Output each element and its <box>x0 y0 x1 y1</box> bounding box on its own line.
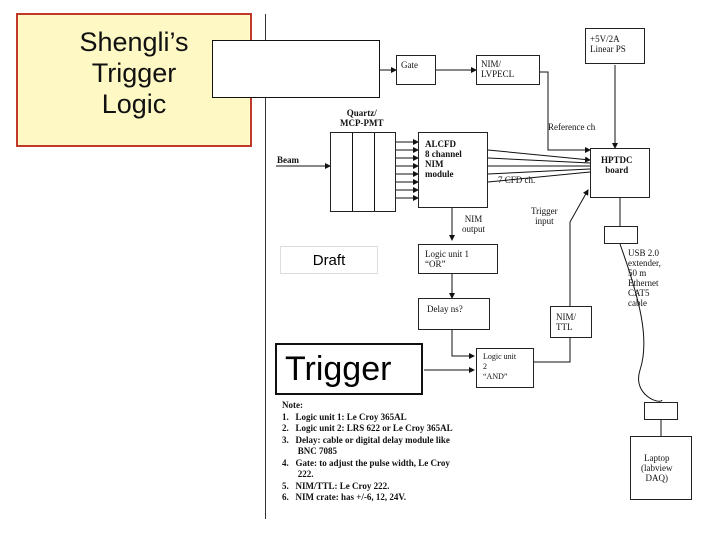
line-reference <box>540 71 591 153</box>
logic-unit-1-box: Logic unit 1 “OR” <box>418 244 498 274</box>
laptop-label: Laptop (labview DAQ) <box>641 453 673 483</box>
note-item: BNC 7085 <box>282 446 338 456</box>
logic-unit-2-box: Logic unit 2 “AND” <box>476 348 534 388</box>
quartz-pmt-box <box>330 132 396 212</box>
quartz-label: Quartz/ MCP-PMT <box>340 108 384 128</box>
trigger-label: Trigger <box>275 343 423 395</box>
slide-title: Shengli’s Trigger Logic <box>79 27 189 119</box>
note-item: 222. <box>282 469 314 479</box>
line-cfd-1 <box>487 149 591 163</box>
beam-label: Beam <box>277 155 299 165</box>
nim-ttl-label: NIM/ TTL <box>556 312 576 332</box>
power-supply-label: +5V/2A Linear PS <box>590 34 626 54</box>
usb-extender-label: USB 2.0 extender, 50 m Ethernet CAT5 cab… <box>628 248 661 308</box>
alcfd-box: ALCFD 8 channel NIM module <box>418 132 488 208</box>
nim-ttl-box: NIM/ TTL <box>550 306 592 338</box>
line-cfd-4 <box>487 168 591 175</box>
line-logic2-nimttl <box>534 338 571 363</box>
cfd-channels-label: 7 CFD ch. <box>498 175 536 185</box>
logic-unit-2-label: Logic unit 2 “AND” <box>483 352 517 381</box>
note-item: 4. Gate: to adjust the pulse width, Le C… <box>282 457 450 468</box>
line-usb-cable <box>619 243 663 402</box>
nim-output-label: NIM output <box>462 214 486 234</box>
gate-label: Gate <box>401 60 418 70</box>
power-supply-box: +5V/2A Linear PS <box>585 28 645 64</box>
trigger-input-label: Trigger input <box>531 206 558 226</box>
logic-unit-1-label: Logic unit 1 “OR” <box>425 249 469 269</box>
hptdc-label: HPTDC board <box>601 155 633 175</box>
reference-label: Reference ch <box>548 122 596 132</box>
line-nimttl-trigger <box>569 189 589 306</box>
note-item: 2. Logic unit 2: LRS 622 or Le Croy 365A… <box>282 423 453 433</box>
notes-block: Note: 1. Logic unit 1: Le Croy 365AL 2. … <box>282 400 582 504</box>
blank-overlay-box <box>212 40 380 98</box>
note-item: 1. Logic unit 1: Le Croy 365AL <box>282 411 407 422</box>
hptdc-box: HPTDC board <box>590 148 650 198</box>
figure-frame-line <box>265 14 266 519</box>
delay-box: Delay ns? <box>418 298 490 330</box>
draft-label: Draft <box>280 246 378 274</box>
gate-box: Gate <box>396 55 436 85</box>
nim-lvpecl-label: NIM/ LVPECL <box>481 59 515 79</box>
laptop-connector-box <box>644 402 678 420</box>
line-cfd-2 <box>487 157 591 164</box>
line-cfd-5 <box>487 171 591 183</box>
note-item: 5. NIM/TTL: Le Croy 222. <box>282 480 390 491</box>
alcfd-label: ALCFD 8 channel NIM module <box>425 139 462 179</box>
usb-connector-box <box>604 226 638 244</box>
nim-lvpecl-box: NIM/ LVPECL <box>476 55 540 85</box>
line-delay-logic2 <box>451 330 475 359</box>
note-item: 6. NIM crate: has +/-6, 12, 24V. <box>282 492 406 502</box>
notes-heading: Note: <box>282 400 303 410</box>
delay-label: Delay ns? <box>427 304 463 314</box>
note-item: 3. Delay: cable or digital delay module … <box>282 434 450 445</box>
laptop-box: Laptop (labview DAQ) <box>630 436 692 500</box>
